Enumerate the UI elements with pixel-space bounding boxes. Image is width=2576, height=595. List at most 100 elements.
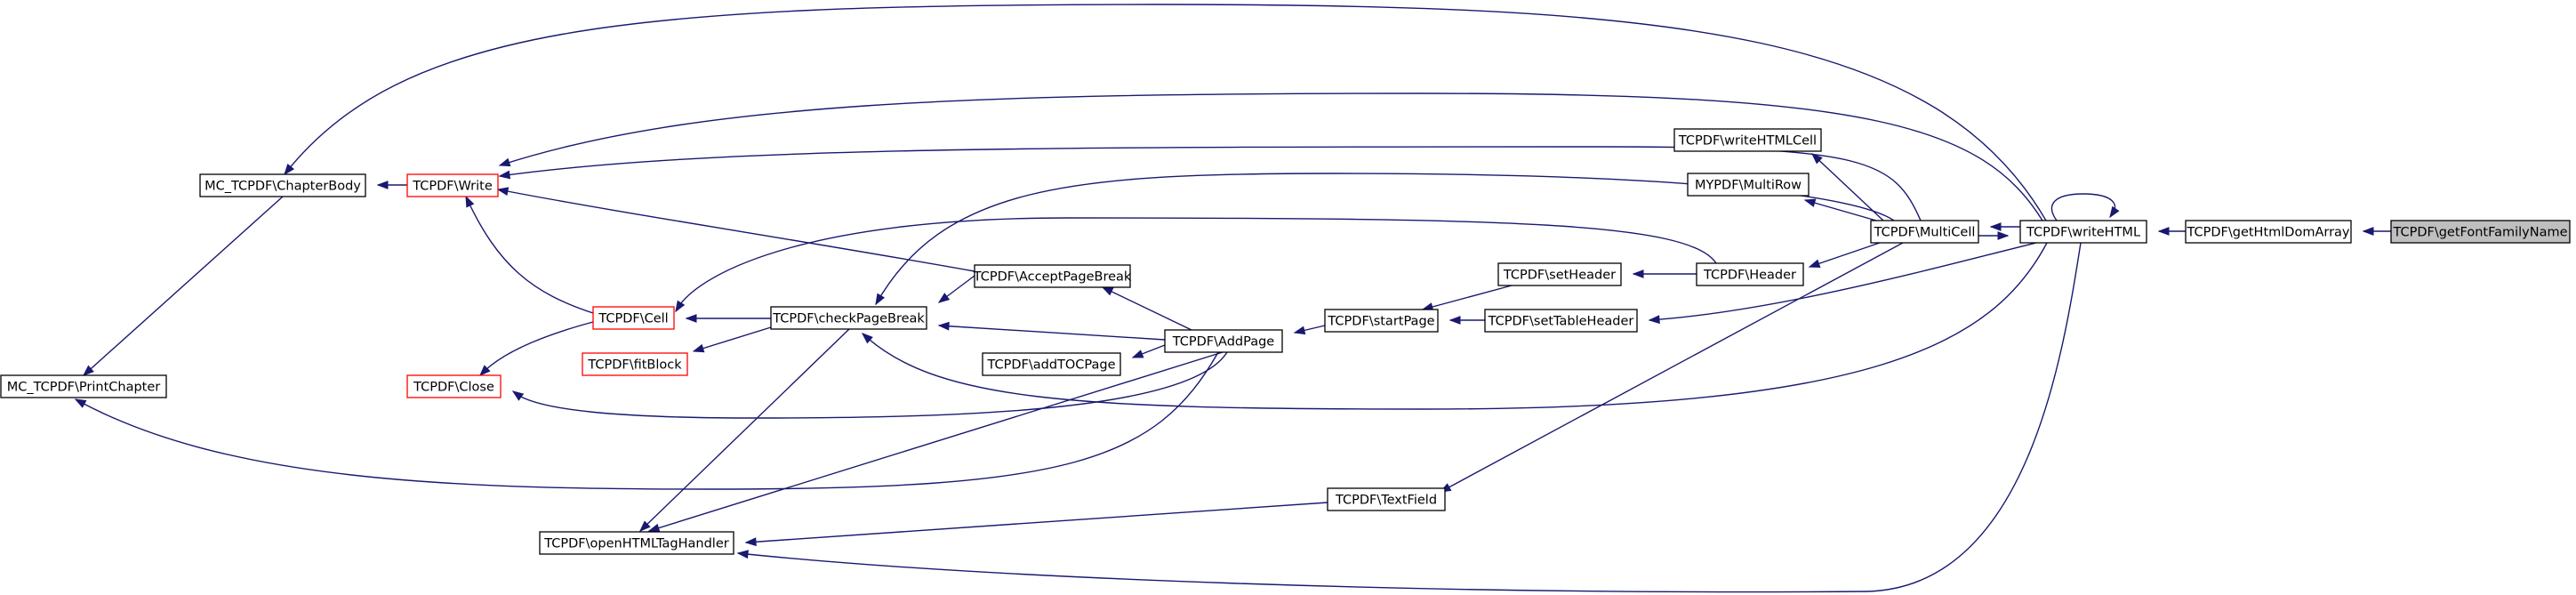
node-AcceptPageBreak[interactable]: TCPDF\AcceptPageBreak	[973, 264, 1132, 288]
node-label: MC_TCPDF\ChapterBody	[205, 180, 361, 194]
arrowhead	[1448, 316, 1461, 325]
arrowhead	[1997, 231, 2010, 240]
arrowhead	[685, 314, 697, 323]
edge-setTableHeader-to-startPage	[1448, 316, 1485, 325]
arrowhead	[675, 300, 686, 313]
node-AddPage[interactable]: TCPDF\AddPage	[1164, 329, 1283, 353]
node-Cell[interactable]: TCPDF\Cell	[592, 306, 675, 330]
node-box	[770, 306, 927, 330]
node-label: MYPDF\MultiRow	[1695, 179, 1802, 193]
node-MultiRow[interactable]: MYPDF\MultiRow	[1687, 173, 1810, 197]
node-Header[interactable]: TCPDF\Header	[1696, 262, 1804, 286]
arrowhead	[511, 390, 525, 401]
edge-ChapterBody-to-PrintChapter	[82, 196, 284, 376]
arrowhead	[1803, 198, 1817, 207]
edge-AddPage-to-checkPageBreak	[937, 321, 1166, 341]
edge-getHtmlDomArray-to-writeHTML	[2157, 227, 2186, 236]
edge-MultiCell-to-writeHTMLCell	[1810, 153, 1884, 221]
node-box	[2019, 220, 2147, 244]
node-openHTMLTagHandler[interactable]: TCPDF\openHTMLTagHandler	[539, 531, 734, 555]
edge-AddPage-to-openHTMLTagHandler	[647, 351, 1224, 533]
node-box	[539, 531, 734, 555]
edge-AcceptPageBreak-to-checkPageBreak	[937, 275, 975, 303]
edge-AcceptPageBreak-to-Write	[496, 187, 975, 272]
arrowhead	[498, 157, 511, 167]
arrowhead	[1808, 259, 1821, 268]
node-addTOCPage[interactable]: TCPDF\addTOCPage	[982, 352, 1121, 376]
arrowhead	[875, 293, 886, 306]
node-MultiCell[interactable]: TCPDF\MultiCell	[1870, 220, 1979, 244]
node-checkPageBreak[interactable]: TCPDF\checkPageBreak	[770, 306, 927, 330]
node-writeHTMLCell[interactable]: TCPDF\writeHTMLCell	[1673, 128, 1822, 152]
node-box	[406, 374, 502, 398]
node-Write[interactable]: TCPDF\Write	[406, 173, 499, 197]
edge-getFontFamilyName-to-getHtmlDomArray	[2362, 227, 2391, 236]
arrowhead	[376, 181, 389, 189]
edge-AddPage-to-Close	[511, 351, 1228, 419]
edge-writeHTML-to-checkPageBreak	[861, 242, 2048, 410]
edge-writeHTML-to-setTableHeader	[1648, 242, 2037, 325]
node-ChapterBody[interactable]: MC_TCPDF\ChapterBody	[199, 173, 366, 197]
edge-setHeader-to-startPage	[1421, 285, 1513, 311]
node-label: TCPDF\AddPage	[1172, 335, 1275, 350]
node-box	[1164, 329, 1283, 353]
edge-MultiCell-to-writeHTML	[1978, 231, 2010, 240]
node-fitBlock[interactable]: TCPDF\fitBlock	[582, 352, 688, 376]
node-startPage[interactable]: TCPDF\startPage	[1324, 309, 1439, 333]
node-label: TCPDF\checkPageBreak	[772, 312, 925, 326]
edge-MultiCell-to-MultiRow	[1803, 198, 1877, 221]
arrowhead	[2362, 227, 2374, 236]
edge-MultiCell-to-checkPageBreak	[875, 173, 1895, 306]
arrowhead	[638, 520, 651, 532]
node-box	[1696, 262, 1804, 286]
edge-writeHTML-to-ChapterBody	[284, 4, 2047, 221]
arrowhead	[465, 195, 475, 208]
arrowhead	[1648, 315, 1660, 325]
node-TextField[interactable]: TCPDF\TextField	[1327, 487, 1446, 511]
node-box	[1687, 173, 1810, 197]
node-box	[0, 374, 167, 398]
edge-AddPage-to-PrintChapter	[74, 351, 1219, 490]
node-box	[406, 173, 499, 197]
node-label: TCPDF\MultiCell	[1874, 226, 1976, 240]
node-label: MC_TCPDF\PrintChapter	[7, 381, 161, 395]
node-Close[interactable]: TCPDF\Close	[406, 374, 502, 398]
edge-Header-to-setHeader	[1632, 269, 1697, 278]
node-box	[1327, 487, 1446, 511]
node-label: TCPDF\setHeader	[1503, 269, 1616, 283]
node-label: TCPDF\fitBlock	[587, 358, 682, 373]
node-getHtmlDomArray[interactable]: TCPDF\getHtmlDomArray	[2185, 220, 2352, 244]
edge-checkPageBreak-to-fitBlock	[692, 326, 772, 353]
arrowhead	[736, 550, 749, 559]
node-writeHTML[interactable]: TCPDF\writeHTML	[2019, 220, 2147, 244]
node-label: TCPDF\writeHTMLCell	[1678, 134, 1817, 149]
node-label: TCPDF\TextField	[1335, 494, 1437, 508]
node-setTableHeader[interactable]: TCPDF\setTableHeader	[1484, 309, 1638, 333]
node-box	[1870, 220, 1979, 244]
node-box	[1497, 262, 1622, 286]
arrowhead	[1810, 153, 1823, 165]
edge-writeHTML-to-Write	[498, 92, 2043, 221]
node-box	[1673, 128, 1822, 152]
arrowhead	[744, 537, 757, 547]
node-setHeader[interactable]: TCPDF\setHeader	[1497, 262, 1622, 286]
node-label: TCPDF\getHtmlDomArray	[2186, 226, 2349, 240]
node-box	[592, 306, 675, 330]
edge-writeHTML-to-writeHTML	[2050, 193, 2120, 221]
node-label: TCPDF\startPage	[1327, 315, 1434, 329]
node-label: TCPDF\Close	[413, 381, 494, 395]
edge-Header-to-Cell	[675, 217, 1717, 313]
node-label: TCPDF\addTOCPage	[986, 358, 1115, 373]
edge-startPage-to-AddPage	[1293, 325, 1326, 335]
node-getFontFamilyName[interactable]: TCPDF\getFontFamilyName	[2390, 220, 2571, 244]
arrowhead	[2157, 227, 2170, 236]
edge-MultiCell-to-Header	[1808, 242, 1881, 268]
node-PrintChapter[interactable]: MC_TCPDF\PrintChapter	[0, 374, 167, 398]
arrowhead	[496, 187, 510, 197]
edge-AddPage-to-addTOCPage	[1131, 344, 1166, 358]
node-box	[582, 352, 688, 376]
node-label: TCPDF\getFontFamilyName	[2392, 226, 2567, 240]
node-label: TCPDF\writeHTML	[2026, 226, 2140, 240]
arrowhead	[74, 398, 87, 408]
